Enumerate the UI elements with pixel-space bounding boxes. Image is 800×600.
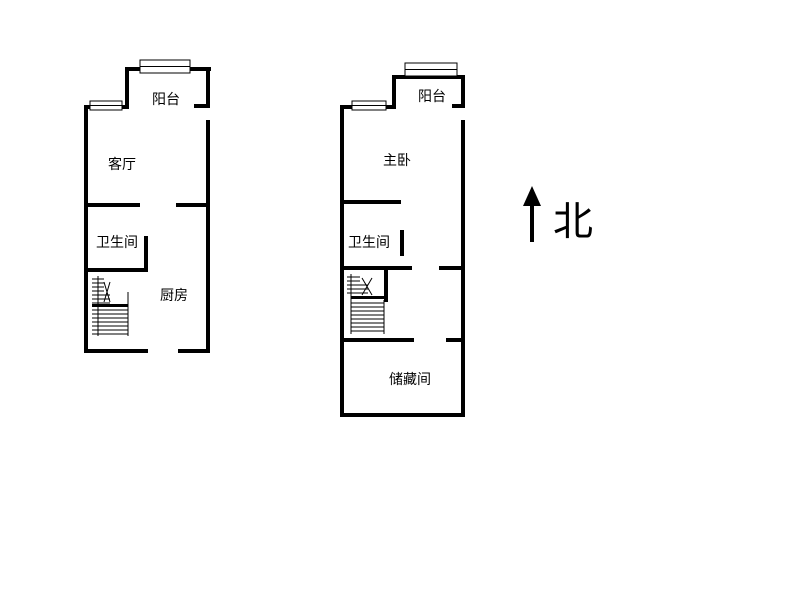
- window-icon: [351, 100, 387, 111]
- room-label-master-bedroom: 主卧: [383, 153, 411, 169]
- room-label-kitchen: 厨房: [160, 288, 188, 304]
- room-label-balcony: 阳台: [152, 92, 180, 108]
- north-arrow-icon: [523, 186, 541, 242]
- north-label: 北: [553, 199, 593, 245]
- lower-floor-plan: 阳台 客厅 卫生间 厨房: [84, 59, 211, 353]
- staircase-icon: [347, 274, 385, 334]
- room-label-balcony: 阳台: [418, 89, 446, 105]
- window-icon: [404, 62, 458, 77]
- window-icon: [89, 100, 123, 111]
- staircase-icon: [92, 276, 129, 336]
- compass: 北: [523, 186, 593, 245]
- room-label-living-room: 客厅: [108, 156, 136, 173]
- window-icon: [139, 59, 191, 74]
- room-label-bathroom: 卫生间: [348, 235, 390, 251]
- room-label-bathroom: 卫生间: [96, 235, 138, 251]
- room-label-storage-room: 储藏间: [389, 372, 431, 388]
- upper-floor-plan: 阳台 主卧 卫生间 储藏间: [340, 62, 465, 417]
